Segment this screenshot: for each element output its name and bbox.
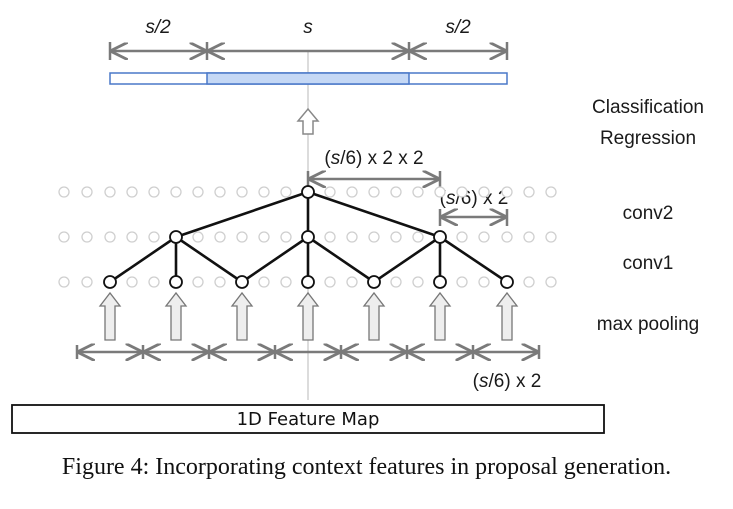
conv2-node bbox=[301, 185, 315, 199]
conv2-span-label: (s/6) x 2 x 2 bbox=[324, 148, 423, 169]
full-label: s bbox=[303, 17, 313, 38]
max-pooling-label: max pooling bbox=[597, 314, 699, 335]
pool-node bbox=[367, 275, 381, 289]
half-right-label: s/2 bbox=[445, 17, 471, 38]
conv1-node bbox=[433, 230, 447, 244]
pool-node bbox=[301, 275, 315, 289]
conv1-node bbox=[169, 230, 183, 244]
hollow-up-arrow-icon bbox=[230, 291, 254, 341]
pool-node bbox=[169, 275, 183, 289]
hollow-up-arrow-icon bbox=[296, 291, 320, 341]
top-dimension-group bbox=[108, 42, 509, 60]
pool-node bbox=[235, 275, 249, 289]
conv1-label: conv1 bbox=[623, 253, 674, 274]
hollow-up-arrow-icon bbox=[362, 291, 386, 341]
conv1-span-label: (s/6) x 2 bbox=[440, 188, 509, 209]
feature-map-box bbox=[11, 404, 605, 434]
conv1-node bbox=[301, 230, 315, 244]
context-feature-diagram: s/2 s s/2 Classification Regression (s/6… bbox=[11, 17, 704, 434]
conv2-span-dimension bbox=[306, 171, 442, 187]
half-left-label: s/2 bbox=[145, 17, 171, 38]
hollow-up-arrow-icon bbox=[98, 291, 122, 341]
bottom-dimension-group bbox=[75, 345, 541, 359]
network-nodes bbox=[103, 185, 514, 289]
classification-label: Classification bbox=[592, 97, 704, 118]
conv2-label: conv2 bbox=[623, 203, 674, 224]
hollow-up-arrow-icon bbox=[296, 107, 320, 135]
pool-span-label: (s/6) x 2 bbox=[473, 371, 542, 392]
feature-map-label: 1D Feature Map bbox=[237, 409, 380, 430]
faint-node-grid bbox=[58, 186, 557, 288]
pool-node bbox=[103, 275, 117, 289]
pool-node bbox=[500, 275, 514, 289]
faint-row-conv1 bbox=[58, 231, 557, 243]
pool-node bbox=[433, 275, 447, 289]
proposal-highlight-segment bbox=[206, 72, 410, 85]
figure-caption: Figure 4: Incorporating context features… bbox=[61, 454, 672, 480]
faint-row-conv2 bbox=[58, 186, 557, 198]
hollow-up-arrow-icon bbox=[428, 291, 452, 341]
faint-row-pool bbox=[58, 276, 557, 288]
conv1-span-dimension bbox=[438, 209, 509, 226]
pooling-input-arrows bbox=[98, 291, 519, 341]
hollow-up-arrow-icon bbox=[495, 291, 519, 341]
network-edges bbox=[108, 190, 509, 284]
regression-label: Regression bbox=[600, 128, 696, 149]
hollow-up-arrow-icon bbox=[164, 291, 188, 341]
